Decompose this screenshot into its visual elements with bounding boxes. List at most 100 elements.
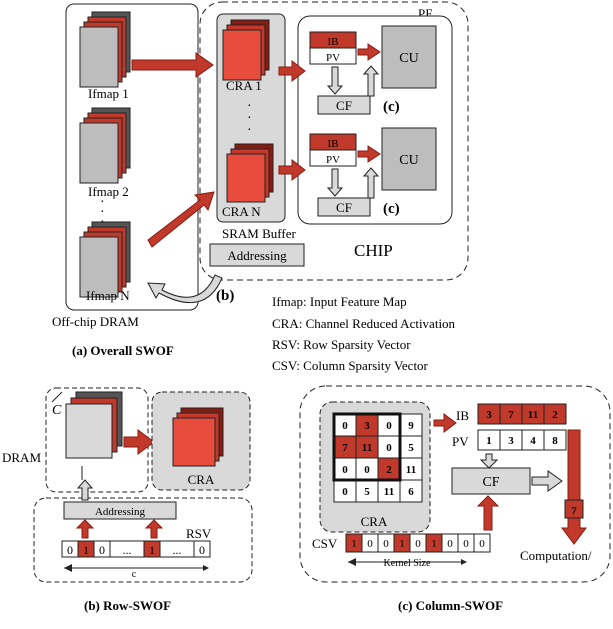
col-arrow-cf-right <box>531 470 563 492</box>
svg-text:0: 0 <box>199 543 205 557</box>
grid-cell-1-2: 0 <box>386 442 392 454</box>
row-cra-stack <box>172 407 224 467</box>
row-c-bottom: c <box>132 569 137 580</box>
arrow-ifmapn-to-cran <box>147 191 215 248</box>
svg-text:PV: PV <box>326 52 340 64</box>
ifmap-2-label: Ifmap 2 <box>88 184 129 199</box>
svg-text:·: · <box>247 99 252 114</box>
csv-cell-5: 1 <box>431 538 437 550</box>
svg-text:...: ... <box>173 543 182 557</box>
svg-text:1: 1 <box>149 543 155 557</box>
grid-cell-1-3: 5 <box>408 442 414 454</box>
col-csv-label: CSV <box>312 536 338 551</box>
svg-text:CF: CF <box>482 475 499 490</box>
grid-cell-1-1: 11 <box>362 442 372 454</box>
pv-cell-1: 3 <box>508 435 514 447</box>
arrow-pv-to-cf-2 <box>326 168 344 197</box>
cra-1-stack <box>222 19 270 81</box>
col-arrow-to-ib <box>433 413 457 433</box>
cra-n-label: CRA N <box>222 204 261 219</box>
col-kernel-label: Kernel Size <box>384 558 431 569</box>
ifmap-stack-2 <box>79 107 131 184</box>
grid-cell-3-0: 0 <box>342 486 348 498</box>
svg-text:1: 1 <box>83 543 89 557</box>
svg-text:·: · <box>100 205 105 220</box>
col-kernel-window <box>332 412 402 482</box>
grid-cell-2-1: 0 <box>364 464 370 476</box>
pv-cell-3-box <box>543 429 567 451</box>
grid-cell-0-0: 0 <box>342 420 348 432</box>
col-computation-label: Computation/ <box>520 548 592 563</box>
ifmap-n-label: Ifmap N <box>86 288 130 303</box>
grid-cell-2-2: 2 <box>386 464 392 476</box>
ifmap-stack-n <box>79 221 131 298</box>
cu-box-2 <box>381 127 437 191</box>
csv-cell-2: 0 <box>383 538 389 550</box>
ifmap-1-label: Ifmap 1 <box>88 86 129 101</box>
arrow-pv-to-cf-1 <box>326 66 344 95</box>
ib-cell-2: 11 <box>528 409 538 421</box>
ib-cell-3-box <box>543 403 567 425</box>
col-pv-label: PV <box>452 434 469 449</box>
svg-text:CF: CF <box>336 98 352 113</box>
row-rsv-vector <box>61 540 211 558</box>
csv-cell-3: 1 <box>399 538 405 550</box>
ib-cell-3: 2 <box>552 409 558 421</box>
cra-1-label: CRA 1 <box>226 78 262 93</box>
pv-cell-2: 4 <box>530 435 536 447</box>
col-cf-box <box>451 467 531 495</box>
col-cra-label: CRA <box>361 514 388 529</box>
arrow-cran-to-pe <box>278 158 306 182</box>
svg-text:...: ... <box>123 543 132 557</box>
csv-cell-6: 0 <box>447 538 453 550</box>
dram-label: Off-chip DRAM <box>52 314 139 329</box>
caption-a: (a) Overall SWOF <box>72 343 174 358</box>
addressing-box <box>209 243 305 267</box>
cf-box-1 <box>317 95 371 115</box>
addressing-label: Addressing <box>227 248 287 263</box>
sram-label: SRAM Buffer <box>222 226 296 241</box>
grid-cell-1-0: 7 <box>342 442 348 454</box>
arrow-cf-to-cu-1 <box>362 65 380 97</box>
row-addressing-box <box>63 501 177 520</box>
row-arrow-to-cra <box>123 429 155 455</box>
arrow-cra1-to-pe <box>278 59 306 83</box>
legend-csv: CSV: Column Sparsity Vector <box>272 358 429 373</box>
svg-text:IB: IB <box>328 138 339 150</box>
svg-text:·: · <box>247 123 252 138</box>
row-arrow-addr-up <box>76 479 94 501</box>
csv-cell-4: 0 <box>415 538 421 550</box>
row-arrow-bitn-up <box>144 519 164 539</box>
chip-label: CHIP <box>354 241 393 260</box>
row-c-label: C <box>52 403 62 418</box>
grid-cell-2-0: 0 <box>342 464 348 476</box>
legend-ifmap: Ifmap: Input Feature Map <box>272 294 407 309</box>
svg-text:·: · <box>247 111 252 126</box>
col-output-cell <box>564 499 584 519</box>
row-arrow-bit1-up <box>75 519 95 539</box>
csv-cell-0: 1 <box>351 538 357 550</box>
row-cra-label: CRA <box>188 472 215 487</box>
svg-text:0: 0 <box>67 543 73 557</box>
col-outer-box <box>299 385 611 583</box>
row-addressing-label: Addressing <box>95 506 146 518</box>
grid-cell-3-1: 5 <box>364 486 370 498</box>
ib-cell-0: 3 <box>486 409 492 421</box>
svg-text:7: 7 <box>571 505 577 517</box>
legend-rsv: RSV: Row Sparsity Vector <box>272 337 411 352</box>
legend-cra: CRA: Channel Reduced Activation <box>272 316 456 331</box>
svg-text:0: 0 <box>99 543 105 557</box>
dram-box <box>65 3 199 311</box>
caption-c: (c) Column-SWOF <box>398 598 503 613</box>
row-rsv-box <box>33 497 253 583</box>
grid-cell-2-3: 11 <box>406 464 416 476</box>
chip-box <box>199 1 469 281</box>
svg-text:CF: CF <box>336 200 352 215</box>
svg-text:CU: CU <box>399 51 418 66</box>
grid-cell-3-3-box <box>399 479 423 503</box>
cf-box-2 <box>317 197 371 217</box>
